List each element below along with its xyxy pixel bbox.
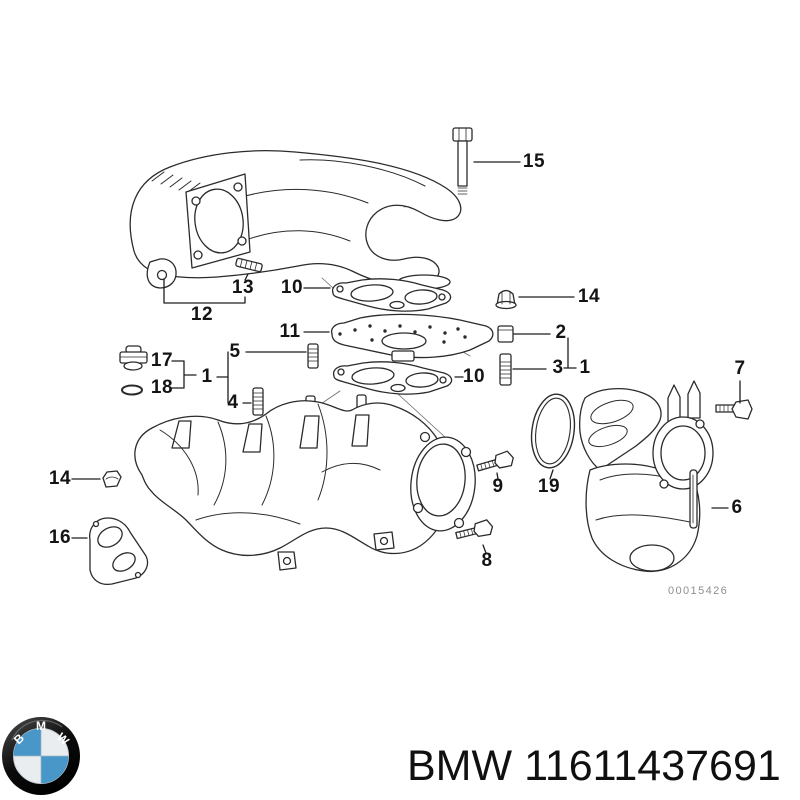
bolt-15 — [452, 127, 473, 195]
callout-12: 12 — [190, 304, 214, 325]
stud-3 — [499, 353, 512, 386]
callout-2: 2 — [555, 322, 567, 343]
callout-9: 9 — [492, 476, 504, 497]
callout-1: 1 — [579, 357, 591, 378]
callout-15: 15 — [522, 151, 546, 172]
diagram-id-watermark: 00015426 — [668, 585, 729, 597]
callout-10: 10 — [280, 277, 304, 298]
callout-19: 19 — [537, 476, 561, 497]
logo-letter-m: M — [36, 719, 46, 733]
callout-4: 4 — [227, 392, 239, 413]
oring-19 — [530, 393, 576, 469]
callout-6: 6 — [731, 497, 743, 518]
bolt-9 — [476, 450, 514, 472]
bmw-logo: B M W — [0, 715, 82, 797]
plate-11 — [330, 313, 494, 362]
throttle-body — [579, 380, 714, 573]
gasket-10-upper — [331, 278, 452, 312]
callout-16: 16 — [48, 527, 72, 548]
bolt-7 — [715, 399, 753, 420]
callout-17: 17 — [150, 350, 174, 371]
bushing-2 — [497, 325, 514, 343]
callout-11: 11 — [279, 321, 301, 342]
stud-13 — [235, 257, 263, 273]
stud-5 — [307, 343, 319, 369]
brand-name: BMW — [407, 742, 513, 790]
cooling-fins — [151, 171, 210, 195]
callout-13: 13 — [231, 277, 255, 298]
nut-14-right — [495, 289, 517, 310]
nut-14-left — [102, 470, 122, 488]
bolt-8 — [455, 519, 494, 540]
callout-5: 5 — [229, 341, 241, 362]
fitting-17 — [119, 345, 148, 371]
gasket-10-lower — [332, 361, 453, 395]
part-number: 11611437691 — [524, 742, 781, 790]
stud-4 — [252, 387, 264, 416]
roundel-quadrant-blue-tl — [13, 728, 41, 756]
callout-14: 14 — [48, 468, 72, 489]
upper-manifold — [129, 150, 462, 290]
roundel-quadrant-blue-br — [41, 756, 69, 784]
gasket-16 — [89, 517, 149, 586]
callout-7: 7 — [734, 358, 746, 379]
callout-8: 8 — [481, 550, 493, 571]
callout-1: 1 — [201, 366, 213, 387]
lower-manifold — [134, 394, 476, 571]
callout-10: 10 — [462, 366, 486, 387]
callout-18: 18 — [150, 377, 174, 398]
leader-lines — [71, 161, 741, 554]
callout-3: 3 — [552, 357, 564, 378]
callout-14: 14 — [577, 286, 601, 307]
oring-18 — [121, 384, 143, 396]
